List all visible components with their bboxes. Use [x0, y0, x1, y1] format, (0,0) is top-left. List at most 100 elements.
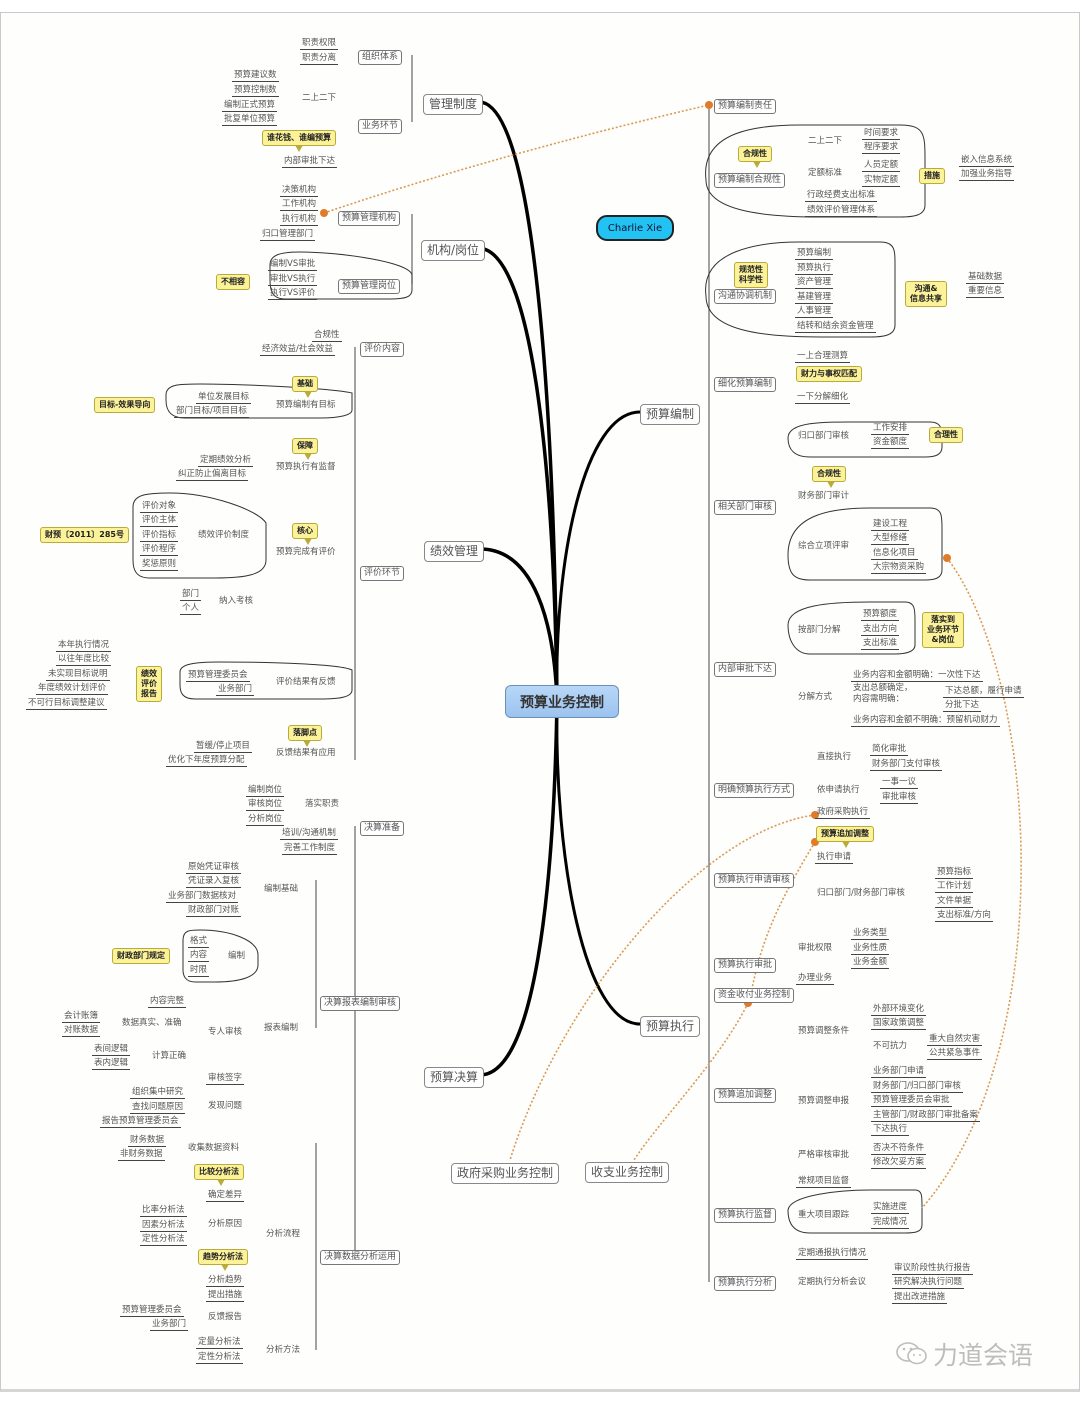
note-compliance: 合规性 [738, 146, 772, 168]
node-monitor: 预算执行有监督 [276, 462, 336, 472]
node-total-fixed: 支出总额确定， 内容需明确： [853, 683, 913, 704]
leaf: 个人 [180, 603, 202, 615]
leaf: 否决不符条件 [871, 1143, 927, 1155]
branch-final-accounts[interactable]: 预算决算 [424, 1067, 485, 1088]
leaf: 组织集中研究 [130, 1087, 186, 1099]
boundary-loop [182, 929, 259, 983]
leaf: 凭证录入复核 [186, 876, 242, 888]
node-gov-procurement[interactable]: 政府采购业务控制 [451, 1163, 560, 1184]
leaf: 原始凭证审核 [186, 862, 242, 874]
central-topic[interactable]: 预算业务控制 [505, 685, 619, 718]
node-coordination[interactable]: 沟通协调机制 [714, 289, 777, 304]
node-internal-approve[interactable]: 内部审批下达 [714, 662, 777, 677]
leaf: 预算指标 [935, 867, 974, 879]
node-reviewer: 专人审核 [208, 1027, 243, 1037]
leaf: 简化审批 [870, 744, 909, 756]
leaf: 常规项目监督 [796, 1176, 852, 1188]
leaf: 基建管理 [795, 292, 834, 304]
leaf: 下达执行 [871, 1124, 910, 1136]
leaf: 格式 [188, 936, 210, 948]
leaf: 业务金额 [851, 957, 890, 969]
node-report-review[interactable]: 决算报表编制审核 [320, 996, 401, 1011]
relationship-line [749, 841, 816, 1001]
leaf: 工作计划 [935, 881, 974, 893]
node-detail-compile[interactable]: 细化预算编制 [714, 377, 777, 392]
leaf: 建设工程 [871, 519, 910, 531]
boundary-loop [787, 507, 943, 581]
leaf: 支出标准/方向 [935, 910, 993, 922]
node-budget-adjust[interactable]: 预算追加调整 [714, 1088, 777, 1103]
leaf: 财务部门支付审核 [870, 759, 943, 771]
boundary-loop [165, 383, 353, 419]
leaf: 单位发展目标 [196, 392, 252, 404]
leaf: 加强业务指导 [959, 169, 1015, 181]
node-cash-control[interactable]: 收支业务控制 [585, 1162, 670, 1183]
node-fund-control[interactable]: 资金收付业务控制 [714, 988, 795, 1003]
node-exec-supervise[interactable]: 预算执行监督 [714, 1208, 777, 1223]
node-adjust-cond: 预算调整条件 [798, 1026, 850, 1036]
node-final-prep[interactable]: 决算准备 [360, 821, 405, 836]
node-org-system[interactable]: 组织体系 [358, 50, 403, 65]
leaf: 一事一议 [880, 777, 919, 789]
node-data-analysis[interactable]: 决算数据分析运用 [320, 1250, 401, 1265]
note-goal-orientation: 目标-效果导向 [94, 397, 156, 413]
branch-performance[interactable]: 绩效管理 [424, 541, 485, 562]
branch-budget-compilation[interactable]: 预算编制 [640, 404, 701, 425]
leaf: 预算管理委员会 [120, 1305, 184, 1317]
leaf: 大宗物资采购 [871, 562, 927, 574]
leaf: 优化下年度预算分配 [166, 755, 247, 767]
relationship-endpoint [320, 209, 328, 217]
node-apply-exec: 依申请执行 [817, 785, 860, 795]
node-finance-audit: 财务部门审计 [798, 491, 850, 501]
leaf: 业务部门申请 [871, 1066, 927, 1078]
leaf: 实物定额 [862, 175, 901, 187]
author-badge[interactable]: Charlie Xie [596, 215, 674, 241]
node-business-stage[interactable]: 业务环节 [358, 119, 403, 134]
leaf: 提出改进措施 [892, 1292, 948, 1304]
node-exec-method[interactable]: 明确预算执行方式 [714, 783, 795, 798]
leaf: 分批下达 [943, 700, 982, 712]
node-eval-stage[interactable]: 评价环节 [360, 566, 405, 581]
node-exec-analysis[interactable]: 预算执行分析 [714, 1276, 777, 1291]
leaf: 表内逻辑 [92, 1058, 131, 1070]
node-budget-post[interactable]: 预算管理岗位 [338, 279, 401, 294]
node-exec-approve[interactable]: 预算执行审批 [714, 958, 777, 973]
node-eval-content[interactable]: 评价内容 [360, 342, 405, 357]
leaf: 审批审核 [880, 792, 919, 804]
leaf: 内容完整 [148, 996, 187, 1008]
node-make: 编制 [228, 951, 246, 961]
node-exec-request[interactable]: 预算执行申请审核 [714, 873, 795, 888]
note-implement-post: 落实到 业务环节 &岗位 [922, 612, 964, 648]
leaf: 文件单据 [935, 896, 974, 908]
leaf: 预算编制 [795, 248, 834, 260]
leaf: 财政部门对账 [186, 905, 242, 917]
boundary-loop [179, 661, 353, 700]
branch-connector [479, 699, 559, 1077]
leaf: 职责分离 [300, 53, 339, 65]
branch-organization-post[interactable]: 机构/岗位 [421, 240, 486, 261]
leaf: 工作安排 [871, 423, 910, 435]
leaf: 部门 [180, 589, 202, 601]
leaf: 确定差异 [206, 1190, 245, 1202]
leaf: 预算执行 [795, 263, 834, 275]
leaf: 表间逻辑 [92, 1044, 131, 1056]
leaf: 编制正式预算 [222, 100, 278, 112]
node-direct-exec: 直接执行 [817, 752, 852, 762]
node-major-track: 重大项目跟踪 [798, 1210, 850, 1220]
leaf: 分析岗位 [246, 814, 285, 826]
node-adjust-apply: 预算调整申报 [798, 1096, 850, 1106]
leaf: 重要信息 [966, 286, 1005, 298]
leaf: 评价主体 [140, 515, 179, 527]
branch-management-system[interactable]: 管理制度 [423, 94, 484, 115]
node-dept-review[interactable]: 相关部门审核 [714, 500, 777, 515]
node-budget-org[interactable]: 预算管理机构 [338, 211, 401, 226]
branch-connector [478, 100, 559, 701]
leaf: 审批VS执行 [268, 274, 318, 286]
node-compile-compliance[interactable]: 预算编制合规性 [714, 173, 786, 188]
leaf: 公共紧急事件 [927, 1048, 983, 1060]
node-compile-responsibility[interactable]: 预算编制责任 [714, 99, 777, 114]
leaf: 主管部门/财政部门审批备案 [871, 1110, 980, 1122]
branch-budget-execution[interactable]: 预算执行 [640, 1016, 701, 1037]
leaf: 国家政策调整 [871, 1018, 927, 1030]
